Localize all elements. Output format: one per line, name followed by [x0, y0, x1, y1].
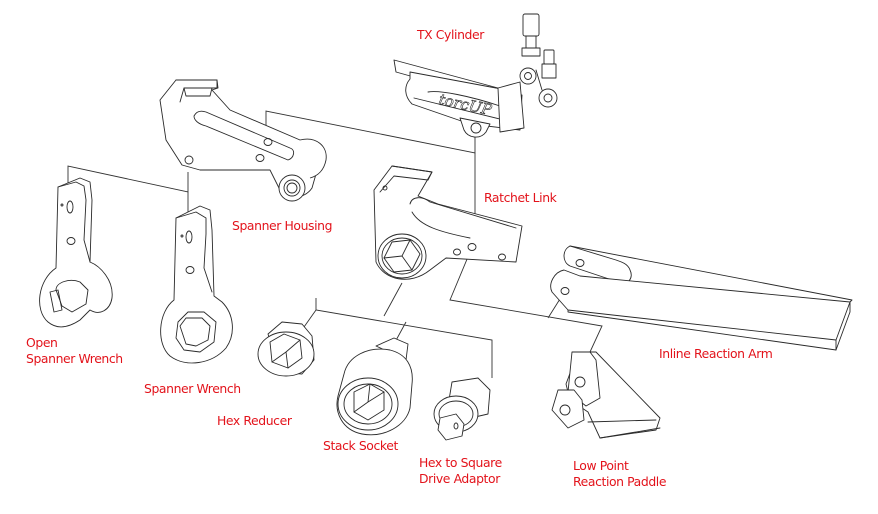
label-spanner-wrench: Spanner Wrench	[144, 381, 241, 397]
label-line: Hex to Square	[419, 455, 502, 470]
label-line: Stack Socket	[323, 438, 398, 453]
inline-reaction-arm-drawing	[550, 245, 853, 351]
label-line: Reaction Paddle	[573, 474, 667, 489]
label-line: Ratchet Link	[484, 190, 557, 205]
hex-to-square-adaptor-drawing	[433, 377, 491, 441]
low-point-reaction-paddle-drawing	[551, 351, 661, 439]
label-tx-cylinder: TX Cylinder	[417, 27, 484, 43]
ratchet-link-drawing	[373, 165, 523, 280]
label-line: TX Cylinder	[417, 27, 484, 42]
label-line: Inline Reaction Arm	[659, 346, 773, 361]
label-line: Spanner Wrench	[144, 381, 241, 396]
label-low-point-reaction-paddle: Low Point Reaction Paddle	[573, 458, 666, 490]
connector-wrenches-housing	[67, 165, 189, 193]
label-ratchet-link: Ratchet Link	[484, 190, 557, 206]
label-line: Drive Adaptor	[419, 471, 500, 486]
hex-reducer-drawing	[257, 321, 315, 377]
label-hex-to-square-drive-adaptor: Hex to Square Drive Adaptor	[419, 455, 502, 487]
label-line: Spanner Housing	[232, 218, 333, 233]
connector-reaction-bar	[449, 251, 603, 353]
label-inline-reaction-arm: Inline Reaction Arm	[659, 346, 773, 362]
label-hex-reducer: Hex Reducer	[217, 413, 292, 429]
connector-hex-reducer	[303, 309, 317, 328]
label-spanner-housing: Spanner Housing	[232, 218, 332, 234]
tx-cylinder-drawing: torcUP	[393, 13, 558, 138]
label-line: Low Point	[573, 458, 629, 473]
spanner-housing-drawing	[159, 79, 327, 202]
label-line: Spanner Wrench	[26, 351, 123, 366]
connector-ratchet-square	[383, 282, 403, 317]
connector-lines	[67, 110, 603, 378]
open-spanner-wrench-drawing	[39, 177, 113, 328]
spanner-wrench-drawing	[160, 205, 233, 364]
label-open-spanner-wrench: Open Spanner Wrench	[26, 335, 123, 367]
label-line: Open	[26, 335, 58, 350]
label-line: Hex Reducer	[217, 413, 292, 428]
stack-socket-drawing	[336, 337, 413, 436]
label-stack-socket: Stack Socket	[323, 438, 398, 454]
